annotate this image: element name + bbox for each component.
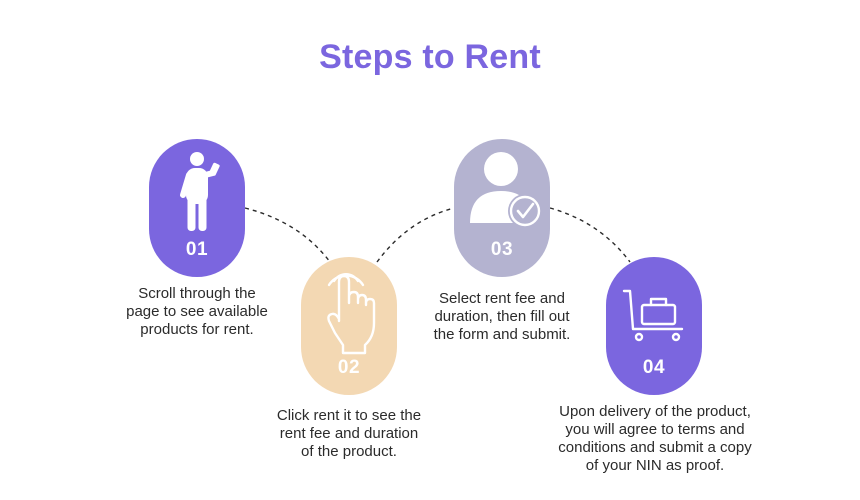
description-line: Click rent it to see the [276, 407, 422, 424]
connector-3-4 [549, 207, 631, 263]
step-number: 04 [642, 357, 666, 378]
step-card-02: 02 [301, 257, 397, 395]
description-line: Select rent fee and [439, 290, 565, 307]
hand-tap-icon [327, 273, 376, 355]
description-line: the form and submit. [433, 326, 571, 343]
description-line: page to see available [126, 303, 268, 320]
description-line: of your NIN as proof. [585, 457, 725, 474]
step-card-04: 04 [606, 257, 702, 395]
step-card-01: 01 [149, 139, 245, 277]
step-description-01: Scroll through the page to see available… [92, 285, 302, 339]
step-number: 02 [337, 357, 361, 378]
step-number: 03 [490, 239, 514, 260]
connector-1-2 [244, 207, 331, 263]
description-line: duration, then fill out [434, 308, 570, 325]
step-number: 01 [185, 239, 209, 260]
description-line: rent fee and duration [279, 425, 419, 442]
luggage-cart-icon [622, 289, 684, 342]
connector-2-3 [376, 207, 455, 263]
step-description-02: Click rent it to see the rent fee and du… [250, 407, 448, 461]
description-line: Upon delivery of the product, [559, 403, 751, 420]
description-line: you will agree to terms and [565, 421, 745, 438]
user-check-icon [470, 152, 542, 228]
description-line: conditions and submit a copy [558, 439, 752, 456]
description-line: Scroll through the [138, 285, 256, 302]
page-title: Steps to Rent [319, 38, 541, 76]
step-description-03: Select rent fee and duration, then fill … [403, 290, 601, 344]
step-description-04: Upon delivery of the product, you will a… [538, 403, 772, 475]
description-line: products for rent. [140, 321, 254, 338]
person-phone-icon [180, 152, 220, 231]
description-line: of the product. [301, 443, 397, 460]
step-card-03: 03 [454, 139, 550, 277]
